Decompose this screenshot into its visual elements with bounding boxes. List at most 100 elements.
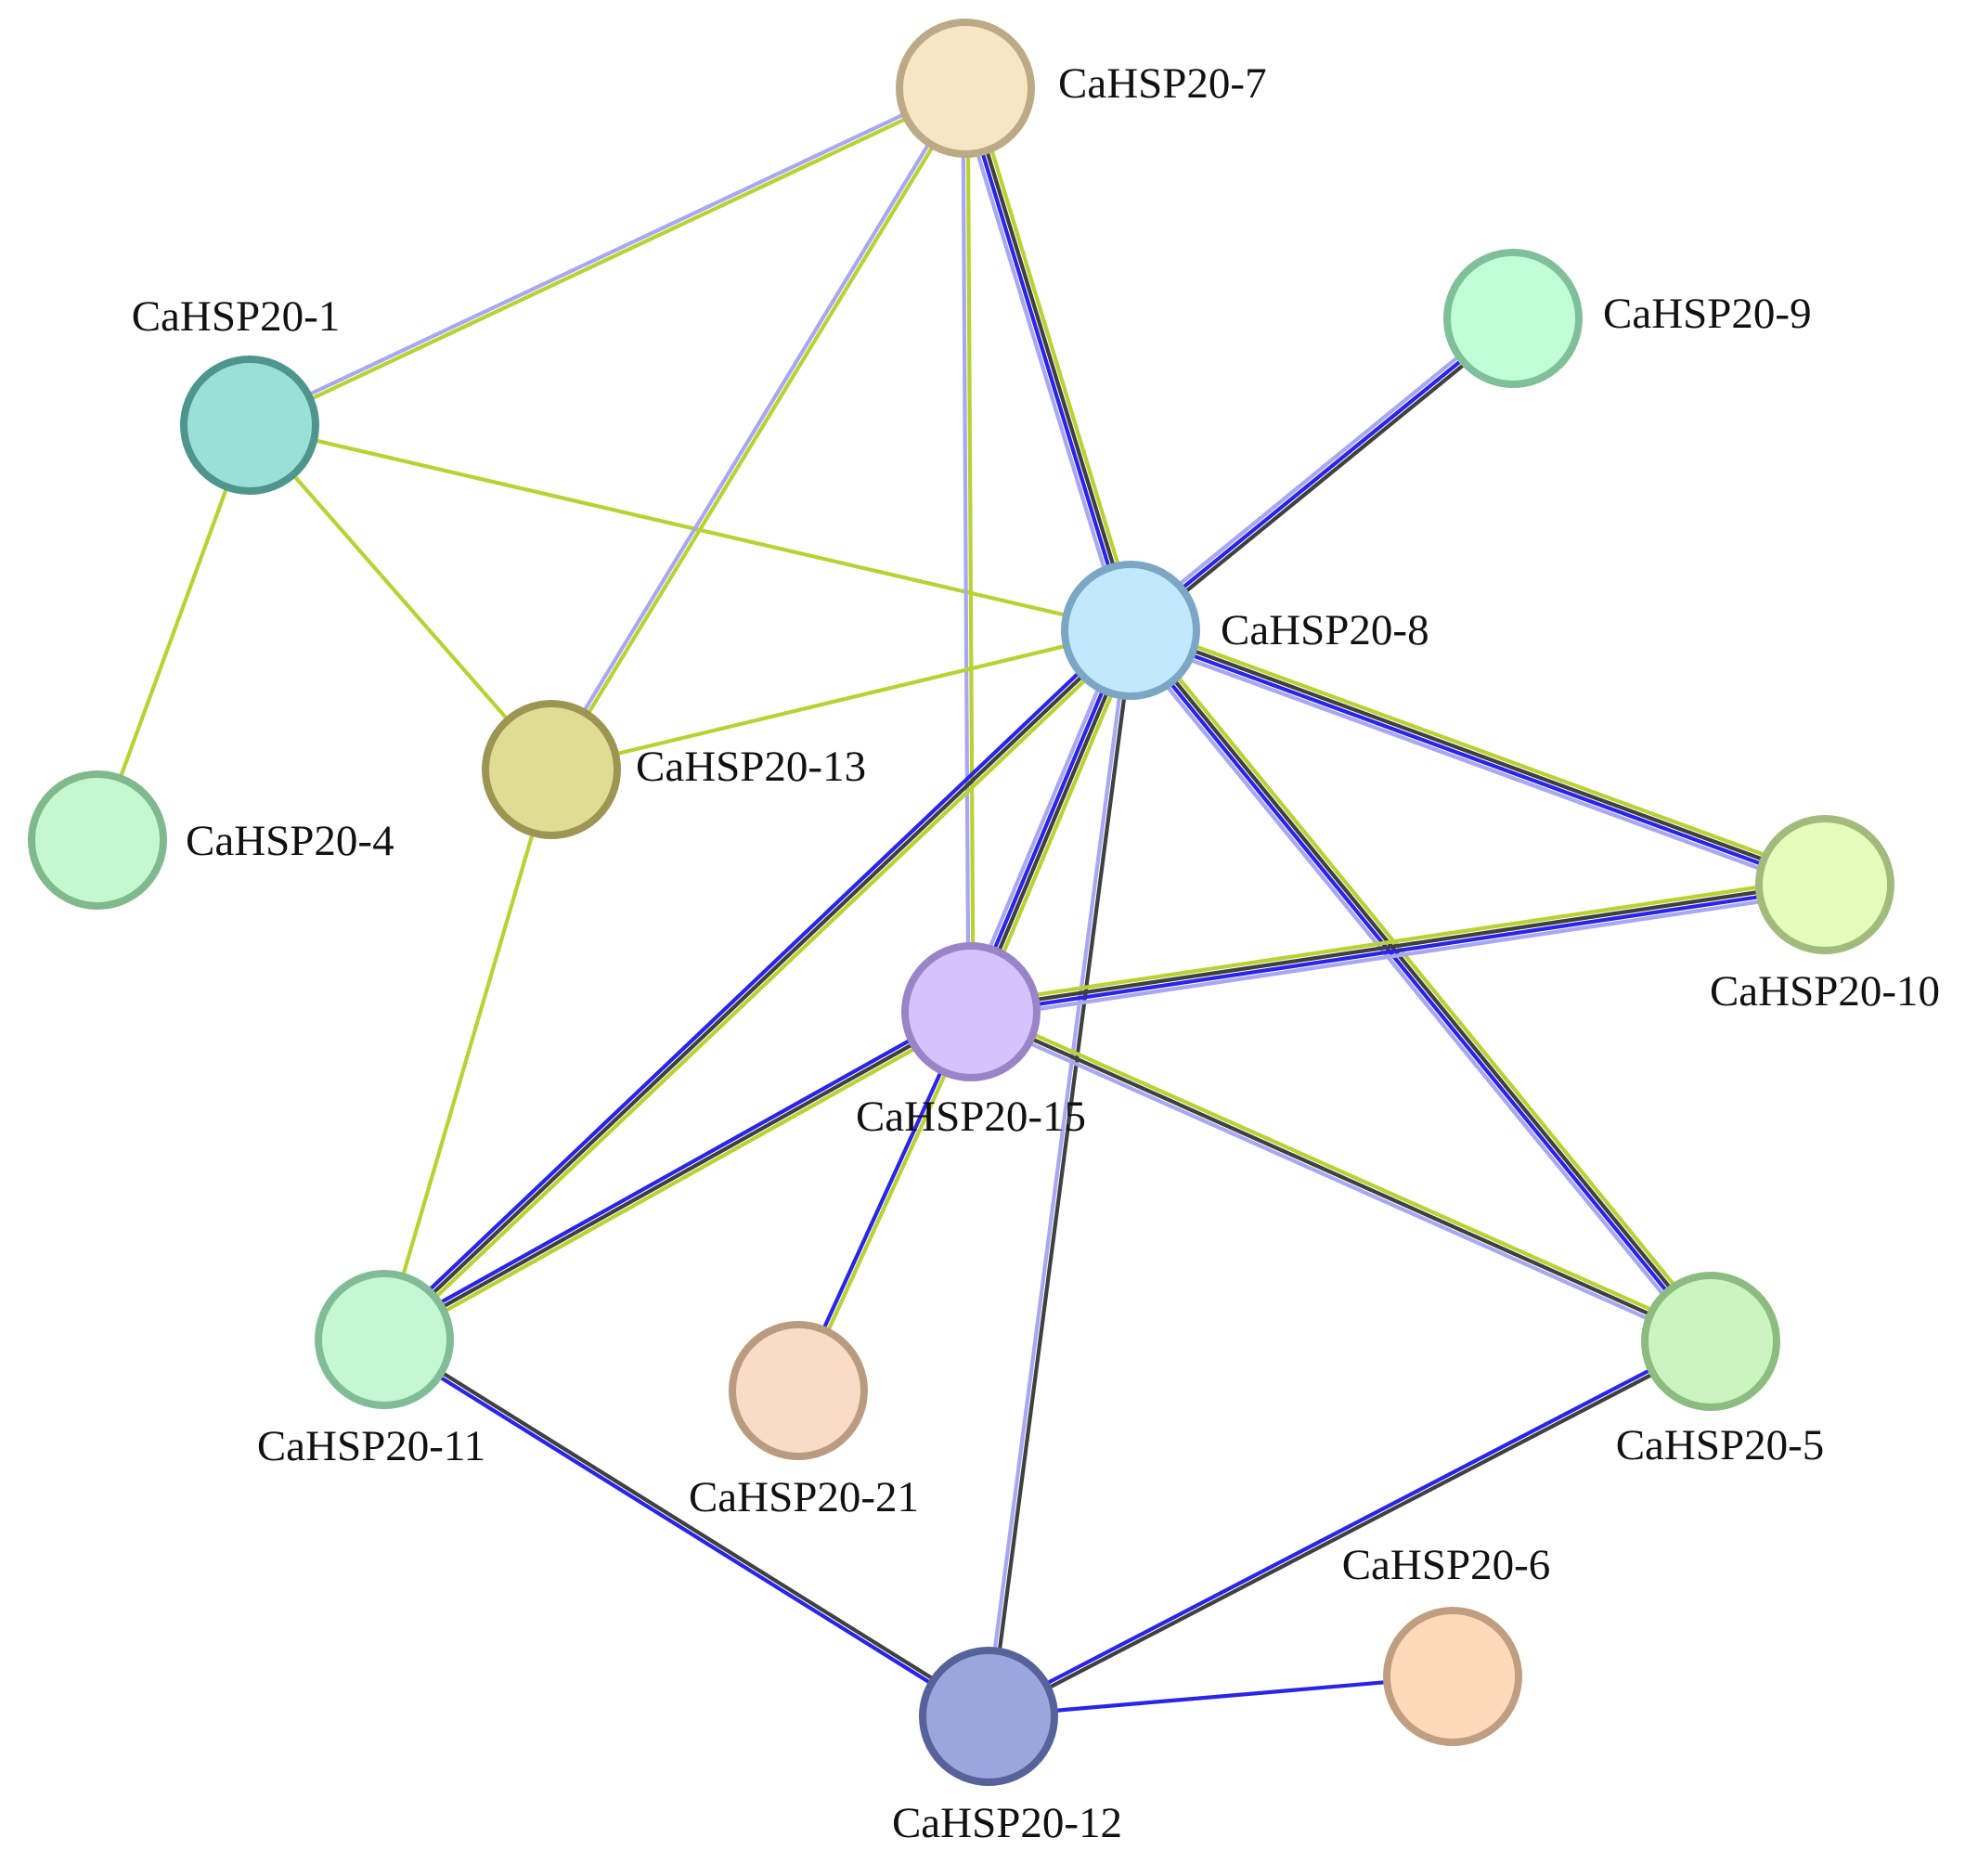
edge-line-textmining [549, 627, 1133, 772]
edge-line-coexpression [965, 85, 1135, 632]
node-circle[interactable] [1641, 1272, 1780, 1411]
edge-line-textmining [247, 422, 554, 772]
node-circle[interactable] [315, 1270, 454, 1409]
edge-line-textmining [381, 767, 554, 1342]
edge-n15-n11 [380, 1005, 976, 1346]
node-n15[interactable]: CaHSP20-15 [856, 942, 1086, 1141]
node-label: CaHSP20-10 [1710, 967, 1940, 1016]
node-n5[interactable]: CaHSP20-5 [1616, 1272, 1825, 1469]
edge-line-experimental [1128, 316, 1516, 633]
node-circle[interactable] [1755, 815, 1894, 954]
node-circle[interactable] [729, 1321, 868, 1460]
node-label: CaHSP20-21 [689, 1473, 919, 1521]
edge-n15-n10 [967, 875, 1829, 1021]
edge-n8-n12 [984, 627, 1135, 1719]
edge-n1-n7 [246, 84, 969, 430]
edge-line-experimental [379, 625, 1130, 1339]
edge-line-experimental [1126, 629, 1712, 1345]
node-circle[interactable] [896, 19, 1035, 158]
edge-line-textmining [1133, 623, 1719, 1339]
edge-line-coexpression [968, 1009, 1713, 1344]
edge-line-database [1125, 312, 1512, 629]
edge-line-coexpression [989, 628, 1135, 1719]
node-n13[interactable]: CaHSP20-13 [482, 700, 866, 839]
node-circle[interactable] [28, 770, 167, 910]
node-n21[interactable]: CaHSP20-21 [689, 1321, 919, 1521]
node-label: CaHSP20-1 [132, 292, 341, 341]
edge-n11-n12 [381, 1335, 992, 1721]
edge-line-database [970, 889, 1829, 1021]
node-circle[interactable] [1383, 1607, 1522, 1746]
edge-line-experimental [969, 885, 1828, 1016]
node-circle[interactable] [919, 1647, 1058, 1786]
edge-n7-n13 [547, 84, 970, 773]
node-n7[interactable]: CaHSP20-7 [896, 19, 1267, 158]
edge-line-textmining [971, 1005, 1715, 1339]
edge-n7-n8 [956, 84, 1140, 635]
edge-line-textmining [970, 84, 1140, 630]
edge-line-textmining [384, 1014, 976, 1346]
edge-line-experimental [1128, 630, 1827, 889]
edge-line-textmining [1131, 621, 1829, 880]
node-circle[interactable] [1061, 561, 1200, 700]
node-circle[interactable] [180, 356, 319, 495]
edge-line-coexpression [1130, 627, 1715, 1342]
node-label: CaHSP20-13 [636, 743, 866, 791]
node-n4[interactable]: CaHSP20-4 [28, 770, 394, 910]
edge-line-experimental [986, 1674, 1455, 1719]
edge-line-database [984, 627, 1131, 1718]
node-label: CaHSP20-7 [1058, 59, 1267, 108]
edge-n13-n11 [381, 767, 554, 1342]
edge-n7-n15 [961, 85, 976, 1015]
node-n12[interactable]: CaHSP20-12 [892, 1647, 1122, 1847]
node-label: CaHSP20-9 [1603, 290, 1812, 338]
edge-n9-n8 [1125, 312, 1519, 637]
node-label: CaHSP20-8 [1221, 606, 1429, 654]
node-circle[interactable] [901, 942, 1041, 1081]
node-label: CaHSP20-5 [1616, 1421, 1825, 1469]
edge-line-coexpression [968, 880, 1827, 1012]
edge-line-textmining [965, 85, 976, 1015]
edge-n8-n11 [379, 625, 1136, 1345]
node-label: CaHSP20-6 [1342, 1541, 1551, 1589]
edge-line-database [547, 84, 965, 770]
node-circle[interactable] [1443, 249, 1583, 388]
edge-line-database [966, 1014, 1711, 1348]
edge-n1-n8 [247, 422, 1133, 633]
node-label: CaHSP20-12 [892, 1799, 1122, 1847]
node-circle[interactable] [482, 700, 621, 839]
edge-n8-n5 [1122, 623, 1719, 1349]
edge-line-coexpression [381, 1009, 974, 1342]
edge-line-database [246, 84, 966, 425]
edge-line-textmining [967, 875, 1826, 1007]
node-n6[interactable]: CaHSP20-6 [1342, 1541, 1551, 1746]
node-n10[interactable]: CaHSP20-10 [1710, 815, 1940, 1016]
edge-line-textmining [385, 631, 1136, 1345]
edge-line-experimental [961, 86, 1131, 633]
edge-line-database [1126, 635, 1825, 894]
node-n8[interactable]: CaHSP20-8 [1061, 561, 1429, 700]
edge-line-database [961, 85, 971, 1015]
edge-n13-n8 [549, 627, 1133, 772]
edge-line-textmining [249, 88, 969, 430]
edge-line-database [1122, 632, 1708, 1349]
node-n11[interactable]: CaHSP20-11 [257, 1270, 485, 1470]
edge-n15-n5 [966, 1005, 1715, 1348]
edge-line-database [956, 88, 1126, 635]
edge-line-coexpression [383, 1335, 992, 1716]
edge-line-experimental [380, 1005, 971, 1338]
edge-line-experimental [985, 1337, 1712, 1716]
node-n1[interactable]: CaHSP20-1 [132, 292, 341, 495]
edge-line-coexpression [381, 627, 1133, 1342]
edge-line-coexpression [1131, 319, 1519, 637]
edge-n5-n12 [985, 1337, 1714, 1721]
edge-line-coexpression [988, 1341, 1714, 1721]
edge-n1-n13 [247, 422, 554, 772]
node-n9[interactable]: CaHSP20-9 [1443, 249, 1812, 388]
node-label: CaHSP20-4 [186, 817, 394, 865]
edge-line-coexpression [1129, 626, 1828, 885]
edge-n8-n10 [1126, 621, 1829, 894]
edge-n1-n4 [95, 422, 252, 843]
